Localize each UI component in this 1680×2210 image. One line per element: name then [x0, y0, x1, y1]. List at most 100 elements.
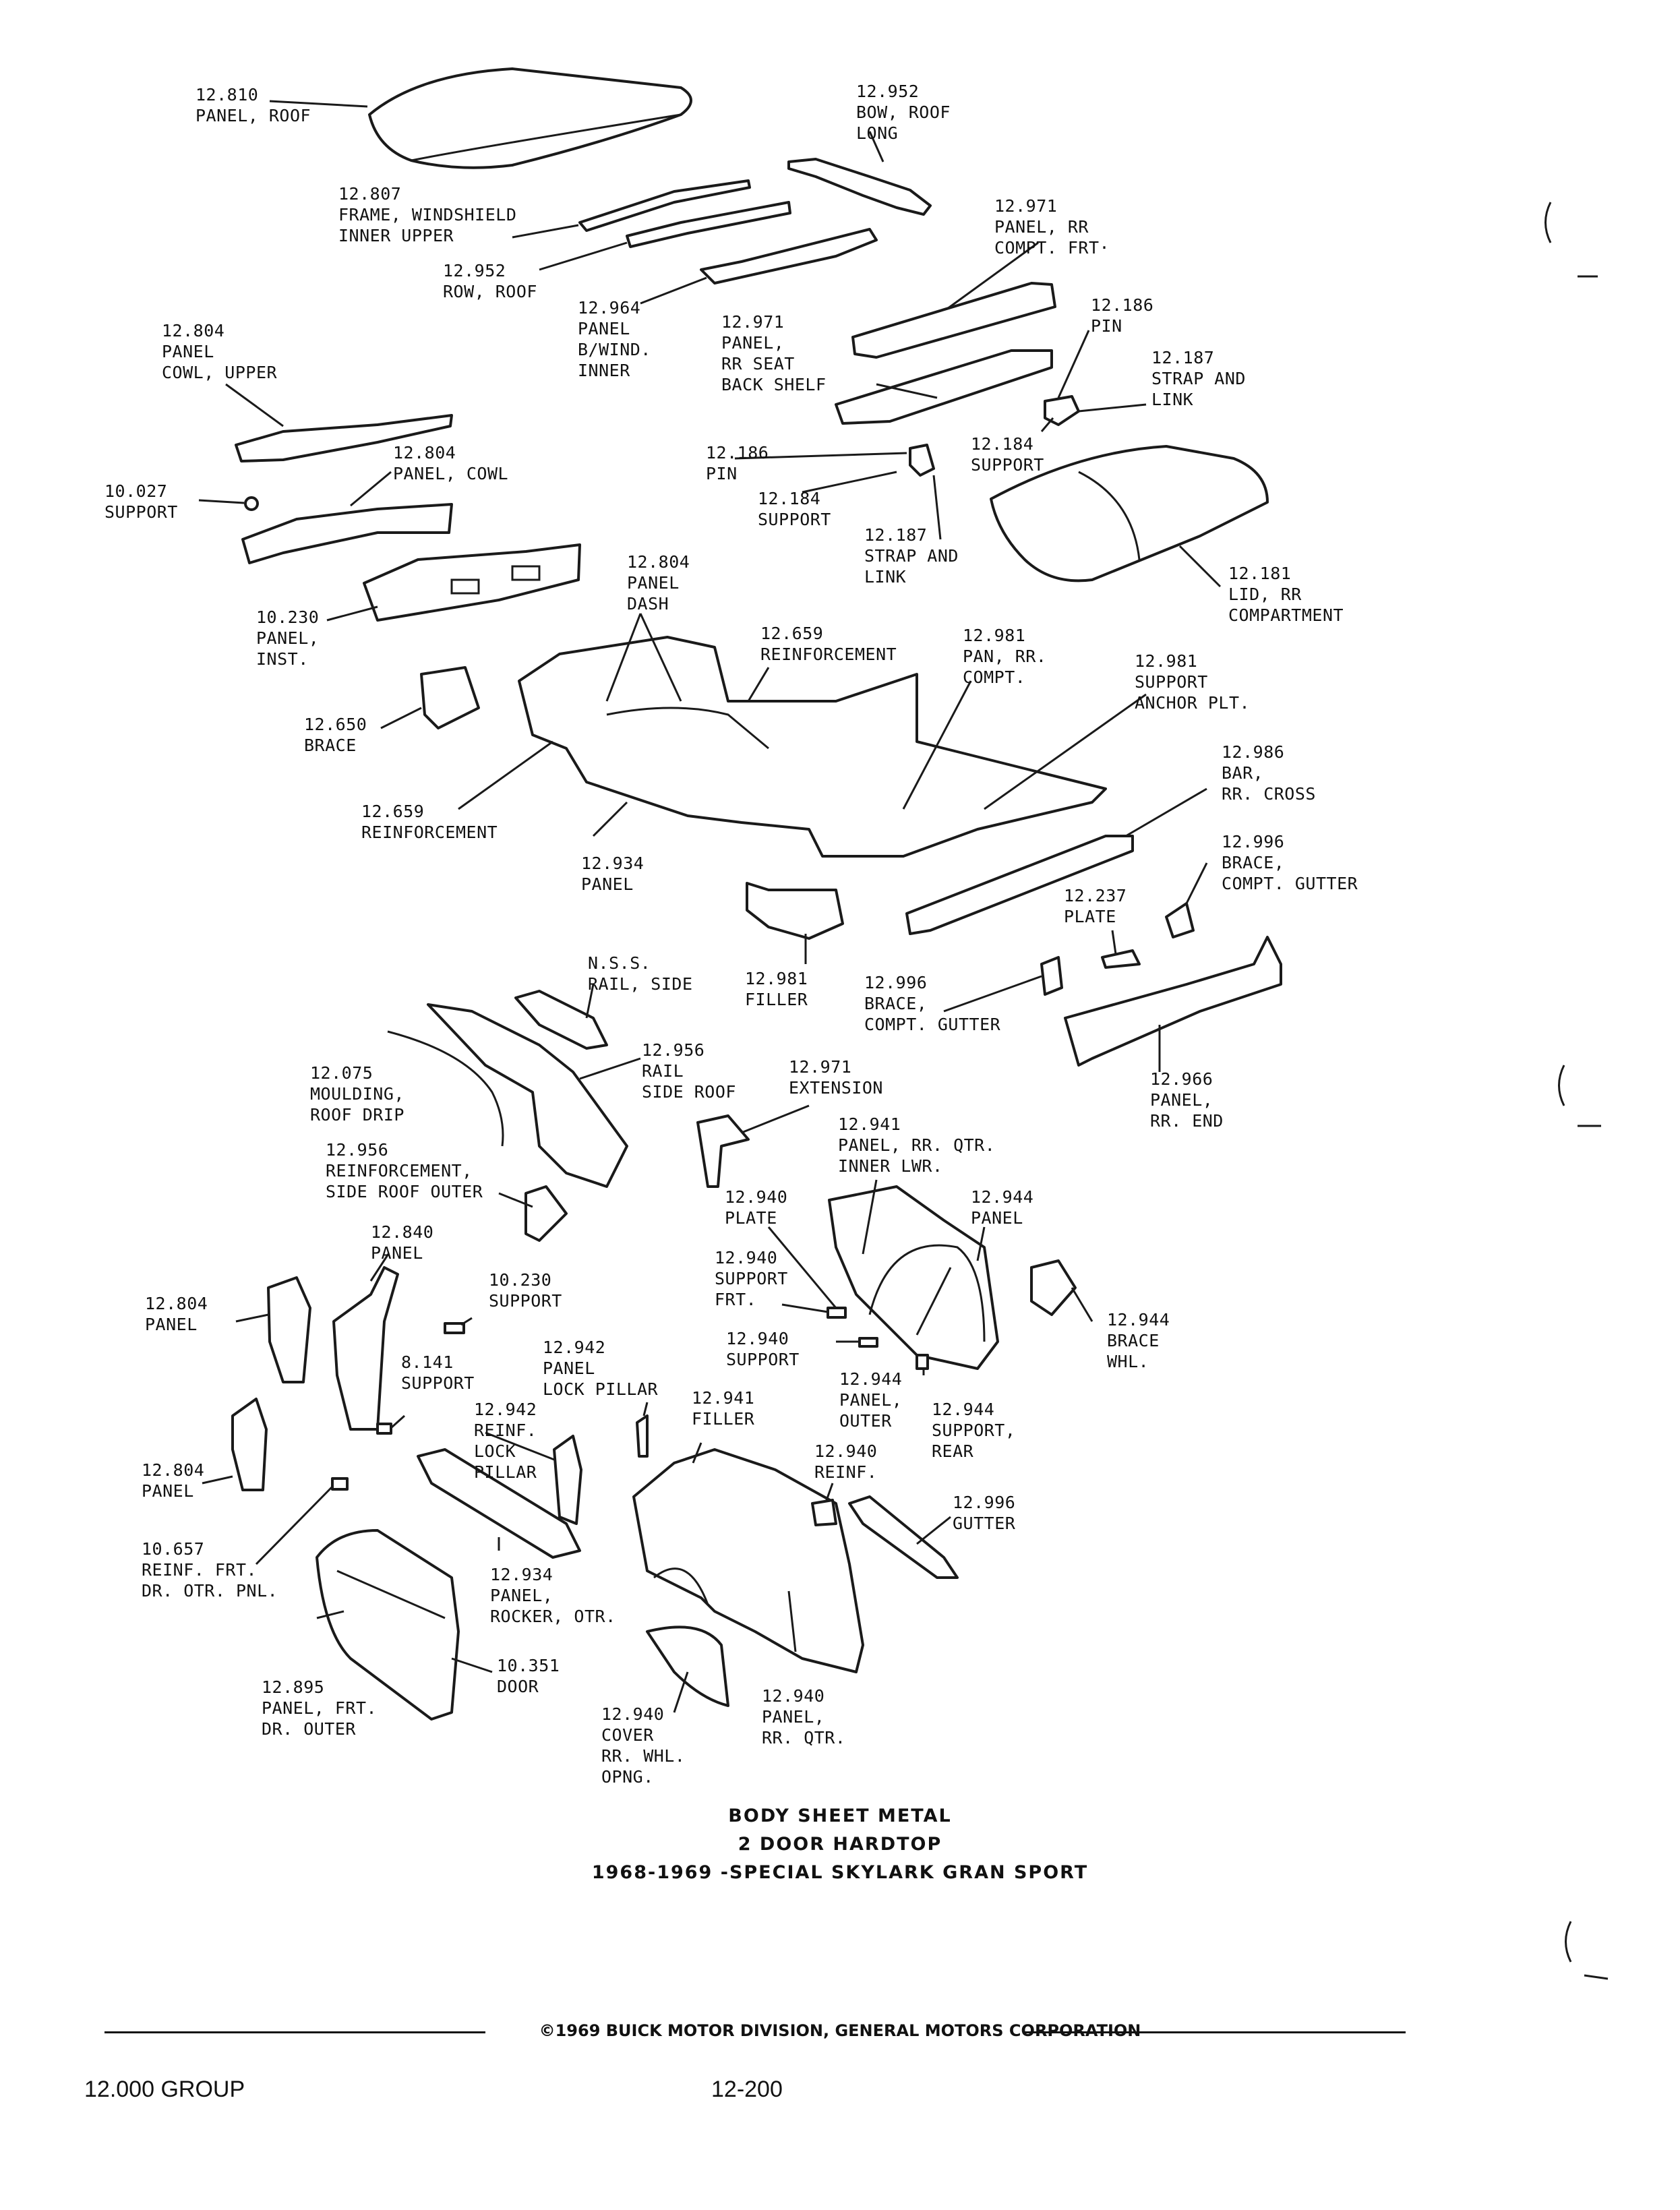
- inst-gauge-1: [450, 578, 480, 595]
- side-roof-outer-reinf-part: [524, 1185, 568, 1242]
- roof-bow-long-part: [787, 158, 932, 216]
- filler-part: [746, 882, 844, 940]
- rr-cross-bar-part: [905, 835, 1134, 935]
- reinf-940-part: [811, 1499, 837, 1526]
- rr-compartment-lid-part: [990, 445, 1269, 583]
- inst-gauge-2: [511, 565, 541, 581]
- group-label: 12.000 GROUP: [84, 2077, 245, 2102]
- windshield-inner-part: [700, 228, 878, 285]
- lock-pillar-reinf-part: [553, 1435, 582, 1525]
- support-small-part: [244, 496, 259, 511]
- diagram-title-line-2: 2 DOOR HARDTOP: [738, 1834, 942, 1855]
- panel-840-part: [332, 1266, 399, 1431]
- rr-qtr-wheel-opng: [653, 1567, 709, 1605]
- support-141-part: [376, 1423, 392, 1435]
- rr-qtr-panel-part: [632, 1448, 864, 1673]
- compt-gutter-brace-center-part: [1040, 956, 1063, 996]
- support-frt-part: [827, 1307, 847, 1319]
- cowl-panel-part: [241, 503, 453, 564]
- diagram-title-line-3: 1968-1969 -SPECIAL SKYLARK GRAN SPORT: [591, 1862, 1089, 1883]
- panel-804-lower-part: [231, 1398, 268, 1491]
- support-230-part: [444, 1322, 465, 1334]
- compt-gutter-brace-right-part: [1165, 902, 1195, 938]
- callout-nss-side-rail: N.S.S.RAIL, SIDE: [588, 953, 693, 994]
- lid-seam: [1078, 471, 1141, 560]
- roof-drip-moulding-part: [387, 1030, 504, 1147]
- gutter-part: [848, 1495, 959, 1579]
- footer-rule-left: [104, 2031, 485, 2033]
- brace-part: [420, 666, 480, 729]
- frt-dr-otr-reinf-part: [331, 1477, 349, 1491]
- strap-link-center-part: [909, 444, 935, 477]
- whl-brace-part: [1030, 1259, 1077, 1316]
- page-number: 12-200: [711, 2077, 783, 2102]
- copyright-notice: ©1969 BUICK MOTOR DIVISION, GENERAL MOTO…: [539, 2021, 1141, 2040]
- nss-side-rail-part: [514, 990, 608, 1050]
- rocker-panel-part: [417, 1448, 581, 1559]
- wheelhouse-arch: [868, 1244, 986, 1342]
- extension-part: [696, 1114, 750, 1188]
- cowl-upper-part: [235, 414, 453, 462]
- rr-compt-frt-part: [851, 282, 1056, 359]
- seat-back-shelf-part: [835, 349, 1053, 425]
- strap-link-right-part: [1044, 395, 1080, 426]
- rr-end-panel-part: [1064, 936, 1282, 1067]
- roof-panel-edge: [411, 113, 682, 162]
- rr-qtr-inner-lwr-part: [828, 1185, 999, 1370]
- diagram-title-line-1: BODY SHEET METAL: [728, 1805, 952, 1826]
- floor-pan-part: [518, 636, 1107, 858]
- margin-marks: [1544, 202, 1609, 1980]
- side-roof-rail-part: [427, 1003, 628, 1188]
- leader-lines: [198, 100, 1222, 1713]
- windshield-frame-part: [578, 179, 751, 232]
- door-crease: [336, 1570, 446, 1619]
